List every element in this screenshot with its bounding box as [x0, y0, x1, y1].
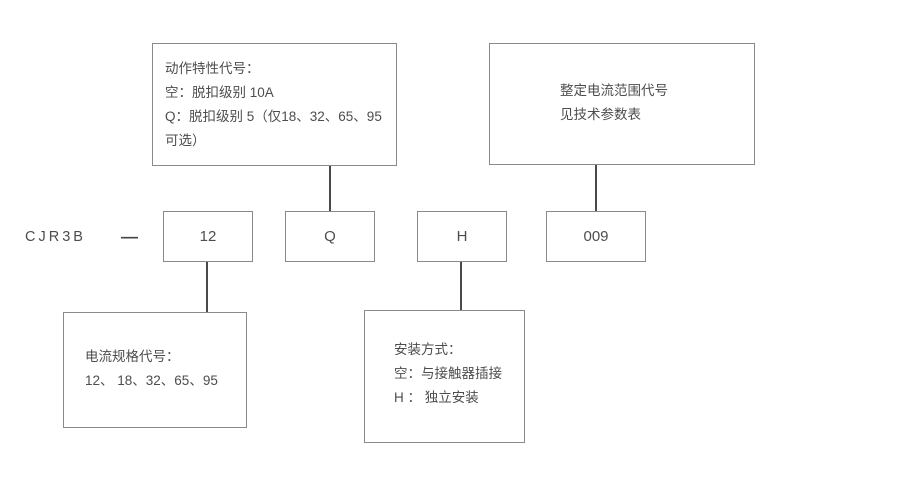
callout-line: 见技术参数表	[560, 107, 641, 122]
model-prefix-label: CJR3B	[25, 228, 86, 245]
callout-line: 空：脱扣级别 10A	[165, 85, 274, 100]
callout-line: 安装方式：	[394, 342, 462, 357]
callout-setting-current-range-code: 整定电流范围代号 见技术参数表	[489, 43, 755, 165]
callout-action-characteristic-code: 动作特性代号： 空：脱扣级别 10A Q：脱扣级别 5（仅18、32、65、95…	[152, 43, 397, 166]
callout-line: 12、 18、32、65、95	[85, 373, 218, 388]
callout-line: Q：脱扣级别 5（仅18、32、65、95	[165, 109, 382, 124]
connector-line-topleft-to-q	[329, 166, 331, 211]
callout-line: H ： 独立安装	[394, 390, 479, 405]
connector-line-h-to-bottommiddle	[460, 262, 462, 310]
code-box-current-spec: 12	[163, 211, 253, 262]
callout-line: 空：与接触器插接	[394, 366, 502, 381]
code-value: Q	[324, 228, 336, 245]
code-box-mounting: H	[417, 211, 507, 262]
connector-line-topright-to-009	[595, 165, 597, 211]
callout-current-spec-code: 电流规格代号： 12、 18、32、65、95	[63, 312, 247, 428]
code-box-trip-class: Q	[285, 211, 375, 262]
code-value: H	[456, 228, 468, 245]
callout-line: 电流规格代号：	[85, 349, 180, 364]
code-value: 009	[583, 228, 609, 245]
connector-line-12-to-bottomleft	[206, 262, 208, 312]
callout-line: 整定电流范围代号	[560, 83, 668, 98]
code-box-current-range: 009	[546, 211, 646, 262]
code-value: 12	[199, 228, 217, 245]
callout-line: 动作特性代号：	[165, 61, 260, 76]
dash-separator: —	[121, 226, 138, 246]
callout-mounting-method: 安装方式： 空：与接触器插接 H ： 独立安装	[364, 310, 525, 443]
callout-line: 可选）	[165, 133, 206, 148]
